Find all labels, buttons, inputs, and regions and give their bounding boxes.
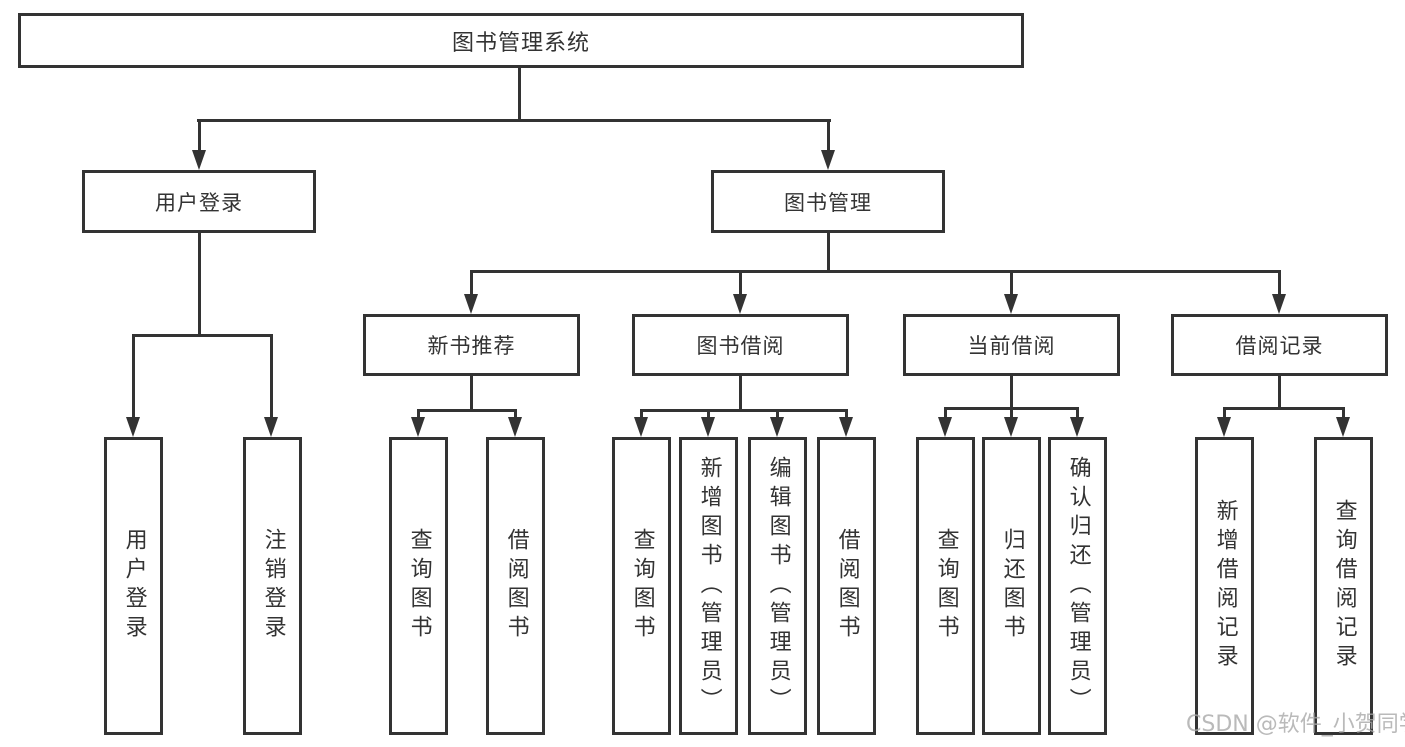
connector-line: [1010, 270, 1013, 296]
connector-line: [1278, 270, 1281, 296]
leaf-query-books-borrowing: 查询图书: [612, 437, 671, 735]
arrow-down-icon: [1217, 417, 1231, 437]
connector-line: [1278, 376, 1281, 409]
leaf-add-books-admin: 新增图书（管理员）: [679, 437, 738, 735]
arrow-down-icon: [264, 417, 278, 437]
connector-line: [776, 409, 779, 419]
arrow-down-icon: [1004, 417, 1018, 437]
node-label: 新增借阅记录: [1212, 499, 1238, 673]
arrow-down-icon: [938, 417, 952, 437]
arrow-down-icon: [126, 417, 140, 437]
node-label: 查询图书: [629, 528, 655, 644]
arrow-down-icon: [1070, 417, 1084, 437]
connector-line: [198, 233, 201, 336]
node-label: 图书管理: [784, 190, 872, 215]
arrow-down-icon: [770, 417, 784, 437]
leaf-add-borrow-record: 新增借阅记录: [1195, 437, 1254, 735]
node-label: 查询借阅记录: [1331, 499, 1357, 673]
node-label: 新书推荐: [427, 334, 516, 358]
node-book-borrowing: 图书借阅: [632, 314, 849, 376]
arrow-down-icon: [464, 294, 478, 314]
leaf-query-books-recommend: 查询图书: [389, 437, 448, 735]
node-new-book-recommendation: 新书推荐: [363, 314, 580, 376]
node-label: 借阅图书: [834, 528, 860, 644]
node-label: 确认归还（管理员）: [1065, 455, 1091, 717]
connector-line: [270, 334, 273, 419]
connector-line: [132, 334, 273, 337]
node-label: 图书借阅: [696, 334, 785, 358]
node-borrowing-records: 借阅记录: [1171, 314, 1388, 376]
node-label: 借阅图书: [503, 528, 529, 644]
node-label: 注销登录: [260, 528, 286, 644]
connector-line: [1010, 407, 1013, 419]
arrow-down-icon: [1336, 417, 1350, 437]
node-label: 查询图书: [406, 528, 432, 644]
arrow-down-icon: [1272, 294, 1286, 314]
connector-line: [640, 409, 643, 419]
node-label: 用户登录: [155, 190, 243, 215]
connector-line: [739, 270, 742, 296]
arrow-down-icon: [192, 150, 206, 170]
connector-line: [739, 376, 742, 411]
node-label: 用户登录: [121, 528, 147, 644]
connector-line: [470, 270, 473, 296]
leaf-user-login: 用户登录: [104, 437, 163, 735]
connector-line: [640, 409, 848, 412]
node-label: 图书管理系统: [451, 30, 590, 56]
connector-line: [417, 409, 517, 412]
node-book-management-branch: 图书管理: [711, 170, 945, 233]
connector-line: [132, 334, 135, 419]
leaf-confirm-return-admin: 确认归还（管理员）: [1048, 437, 1107, 735]
node-current-borrowing: 当前借阅: [903, 314, 1120, 376]
connector-line: [944, 407, 947, 419]
connector-line: [417, 409, 420, 419]
node-library-management-system: 图书管理系统: [18, 13, 1024, 68]
csdn-watermark: CSDN @软件_小贺同学: [1186, 712, 1405, 737]
leaf-query-borrow-record: 查询借阅记录: [1314, 437, 1373, 735]
leaf-borrow-books-recommend: 借阅图书: [486, 437, 545, 735]
connector-line: [518, 68, 521, 121]
node-label: 查询图书: [933, 528, 959, 644]
connector-line: [198, 119, 201, 152]
leaf-edit-books-admin: 编辑图书（管理员）: [748, 437, 807, 735]
arrow-down-icon: [701, 417, 715, 437]
arrow-down-icon: [508, 417, 522, 437]
arrow-down-icon: [411, 417, 425, 437]
connector-line: [1223, 407, 1226, 419]
node-label: 当前借阅: [967, 334, 1056, 358]
arrow-down-icon: [821, 150, 835, 170]
arrow-down-icon: [634, 417, 648, 437]
node-user-login-branch: 用户登录: [82, 170, 316, 233]
leaf-query-books-current: 查询图书: [916, 437, 975, 735]
arrow-down-icon: [839, 417, 853, 437]
connector-line: [845, 409, 848, 419]
node-label: 借阅记录: [1235, 334, 1324, 358]
connector-line: [1010, 376, 1013, 409]
leaf-return-books: 归还图书: [982, 437, 1041, 735]
connector-line: [514, 409, 517, 419]
leaf-logout: 注销登录: [243, 437, 302, 735]
arrow-down-icon: [1004, 294, 1018, 314]
connector-line: [827, 119, 830, 152]
node-label: 新增图书（管理员）: [696, 455, 722, 717]
connector-line: [1342, 407, 1345, 419]
node-label: 归还图书: [999, 528, 1025, 644]
arrow-down-icon: [733, 294, 747, 314]
connector-line: [827, 233, 830, 272]
connector-line: [1223, 407, 1345, 410]
connector-line: [470, 376, 473, 411]
leaf-borrow-books-borrowing: 借阅图书: [817, 437, 876, 735]
node-label: 编辑图书（管理员）: [765, 455, 791, 717]
connector-line: [707, 409, 710, 419]
connector-line: [470, 270, 1281, 273]
connector-line: [197, 119, 831, 122]
connector-line: [1076, 407, 1079, 419]
